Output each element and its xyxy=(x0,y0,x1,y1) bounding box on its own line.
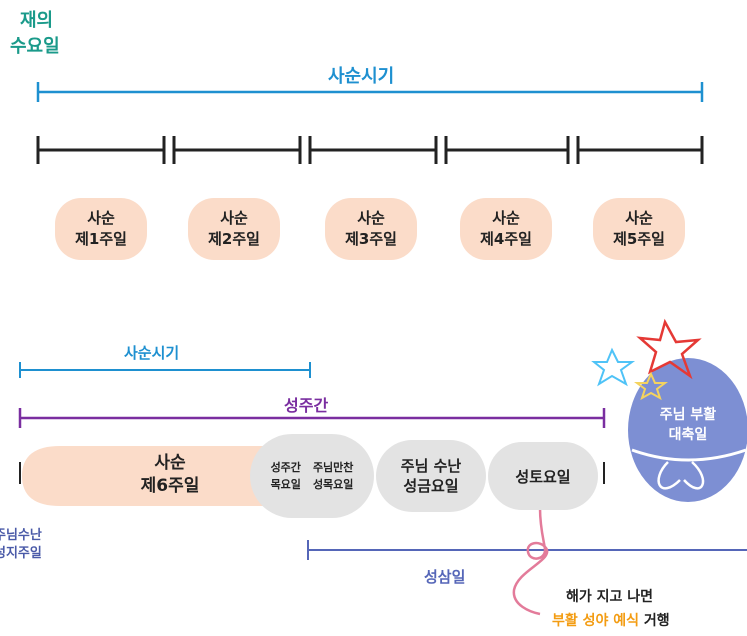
easter-line1: 주님 부활 xyxy=(659,407,717,423)
holy-weekday-line2: 목요일 xyxy=(270,478,301,491)
top-lent-label: 사순시기 xyxy=(328,66,395,87)
week-3-line2: 제3주일 xyxy=(345,230,397,248)
bottom-lent-bracket xyxy=(19,362,311,378)
week-1-box: 사순 제1주일 xyxy=(55,198,147,260)
vigil-loop xyxy=(512,507,549,616)
week-4-line1: 사순 xyxy=(492,209,520,227)
good-friday-line2: 성금요일 xyxy=(403,477,459,495)
week-6-line2: 제6주일 xyxy=(140,476,200,496)
good-friday-oval: 주님 수난 성금요일 xyxy=(376,440,486,512)
week-4-line2: 제4주일 xyxy=(480,230,532,248)
ash-wednesday-line2: 수요일 xyxy=(10,36,60,57)
lords-supper-line2: 성목요일 xyxy=(312,478,354,491)
vigil-note-highlight: 부활 성야 예식 xyxy=(552,613,640,629)
yellow-star-icon xyxy=(634,371,668,401)
week-3-line1: 사순 xyxy=(357,209,385,227)
holy-weekday-group: 성주간 목요일 xyxy=(271,459,301,493)
top-lent-bracket xyxy=(36,82,704,102)
week-4-box: 사순 제4주일 xyxy=(460,198,552,260)
lords-supper-line1: 주님만찬 xyxy=(312,461,354,474)
red-star-icon xyxy=(636,318,702,380)
week-segments xyxy=(36,136,704,164)
week-2-line1: 사순 xyxy=(220,209,248,227)
ash-wednesday-line1: 재의 xyxy=(20,10,54,31)
week-2-line2: 제2주일 xyxy=(208,230,260,248)
week-5-line1: 사순 xyxy=(625,209,653,227)
week-5-line2: 제5주일 xyxy=(613,230,665,248)
vigil-note-line1: 해가 지고 나면 xyxy=(566,589,654,605)
week-6-label: 사순 제6주일 xyxy=(110,450,230,500)
holy-week-bracket xyxy=(18,408,606,428)
easter-label: 주님 부활 대축일 xyxy=(640,404,736,446)
blue-star-icon xyxy=(591,347,636,387)
bottom-lent-label: 사순시기 xyxy=(124,344,180,362)
event-bar-ticks xyxy=(19,462,605,484)
week6-blob xyxy=(22,446,270,506)
holy-week-label: 성주간 xyxy=(284,396,329,415)
week-3-box: 사순 제3주일 xyxy=(325,198,417,260)
week-5-box: 사순 제5주일 xyxy=(593,198,685,260)
week-1-line1: 사순 xyxy=(87,209,115,227)
week-1-line2: 제1주일 xyxy=(75,230,127,248)
vigil-note-suffix: 거행 xyxy=(639,613,670,629)
vigil-note-line2: 부활 성야 예식 거행 xyxy=(552,610,670,630)
holy-saturday-oval: 성토요일 xyxy=(488,442,598,510)
palm-sunday-line2: 성지주일 xyxy=(0,546,42,561)
easter-line2: 대축일 xyxy=(668,427,708,443)
good-friday-line1: 주님 수난 xyxy=(400,457,462,475)
week-2-box: 사순 제2주일 xyxy=(188,198,280,260)
lords-supper-group: 주님만찬 성목요일 xyxy=(313,459,353,493)
week-6-line1: 사순 xyxy=(154,453,186,473)
triduum-label: 성삼일 xyxy=(424,568,466,586)
holy-weekday-line1: 성주간 xyxy=(270,461,301,474)
holy-saturday-label: 성토요일 xyxy=(515,467,571,486)
holy-thursday-oval: 성주간 목요일 주님만찬 성목요일 xyxy=(250,434,374,518)
